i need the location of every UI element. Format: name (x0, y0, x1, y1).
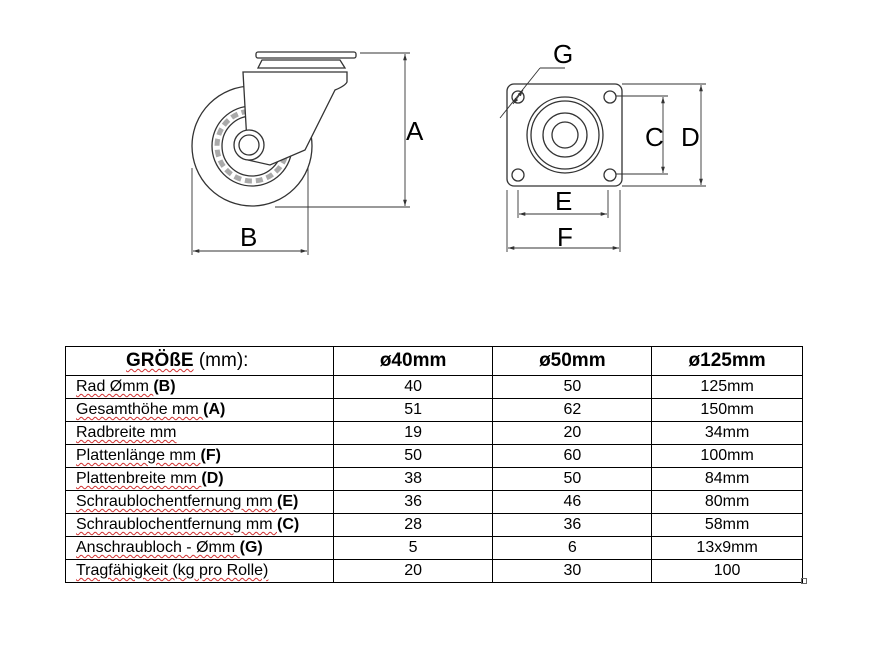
caster-technical-drawing: A B C D E F G (191, 39, 706, 255)
label-b: B (240, 222, 257, 252)
cell-value: 46 (492, 490, 653, 514)
size-table: GRÖßE (mm): ø40mm ø50mm ø125mm Rad Ømm (… (65, 346, 803, 583)
dimension-a (275, 52, 410, 208)
cell-value: 80mm (651, 490, 803, 514)
cell-value: 58mm (651, 513, 803, 537)
label-e: E (555, 186, 572, 216)
cell-value: 34mm (651, 421, 803, 445)
cell-value: 62 (492, 398, 653, 422)
cell-value: 40 (332, 375, 494, 399)
cell-value: 20 (492, 421, 653, 445)
row-label: Schraublochentfernung mm (E) (65, 490, 334, 514)
header-col: ø50mm (492, 346, 653, 376)
cell-value: 60 (492, 444, 653, 468)
cell-value: 28 (332, 513, 494, 537)
row-label: Plattenbreite mm (D) (65, 467, 334, 491)
dimension-c (616, 95, 668, 175)
cell-value: 51 (332, 398, 494, 422)
cell-value: 50 (492, 375, 653, 399)
cell-value: 20 (332, 559, 494, 583)
cell-value: 30 (492, 559, 653, 583)
row-label: Gesamthöhe mm (A) (65, 398, 334, 422)
cell-value: 125mm (651, 375, 803, 399)
dimension-d (622, 83, 706, 187)
label-d: D (681, 122, 700, 152)
cell-value: 5 (332, 536, 494, 560)
label-a: A (406, 116, 424, 146)
cell-value: 13x9mm (651, 536, 803, 560)
cell-value: 19 (332, 421, 494, 445)
label-g: G (553, 39, 573, 69)
caster-top-view (506, 83, 623, 187)
dimension-b (191, 168, 309, 255)
caster-side-view (191, 51, 357, 207)
dimension-e (517, 190, 609, 218)
header-col: ø125mm (651, 346, 803, 376)
table-header-row: GRÖßE (mm): ø40mm ø50mm ø125mm (65, 346, 803, 376)
row-label: Tragfähigkeit (kg pro Rolle) (65, 559, 334, 583)
cell-value: 150mm (651, 398, 803, 422)
row-label: Radbreite mm (65, 421, 334, 445)
label-f: F (557, 222, 573, 252)
cell-value: 6 (492, 536, 653, 560)
dimension-g (499, 67, 565, 119)
cell-value: 50 (332, 444, 494, 468)
label-c: C (645, 122, 664, 152)
cell-value: 38 (332, 467, 494, 491)
cell-value: 50 (492, 467, 653, 491)
cell-value: 36 (332, 490, 494, 514)
dimension-f (506, 190, 621, 252)
table-resize-handle[interactable] (801, 578, 807, 584)
cell-value: 84mm (651, 467, 803, 491)
row-label: Anschraubloch - Ømm (G) (65, 536, 334, 560)
cell-value: 100mm (651, 444, 803, 468)
cell-value: 100 (651, 559, 803, 583)
header-col: ø40mm (332, 346, 494, 376)
row-label: Plattenlänge mm (F) (65, 444, 334, 468)
header-size: GRÖßE (mm): (65, 346, 334, 376)
cell-value: 36 (492, 513, 653, 537)
row-label: Schraublochentfernung mm (C) (65, 513, 334, 537)
row-label: Rad Ømm (B) (65, 375, 334, 399)
